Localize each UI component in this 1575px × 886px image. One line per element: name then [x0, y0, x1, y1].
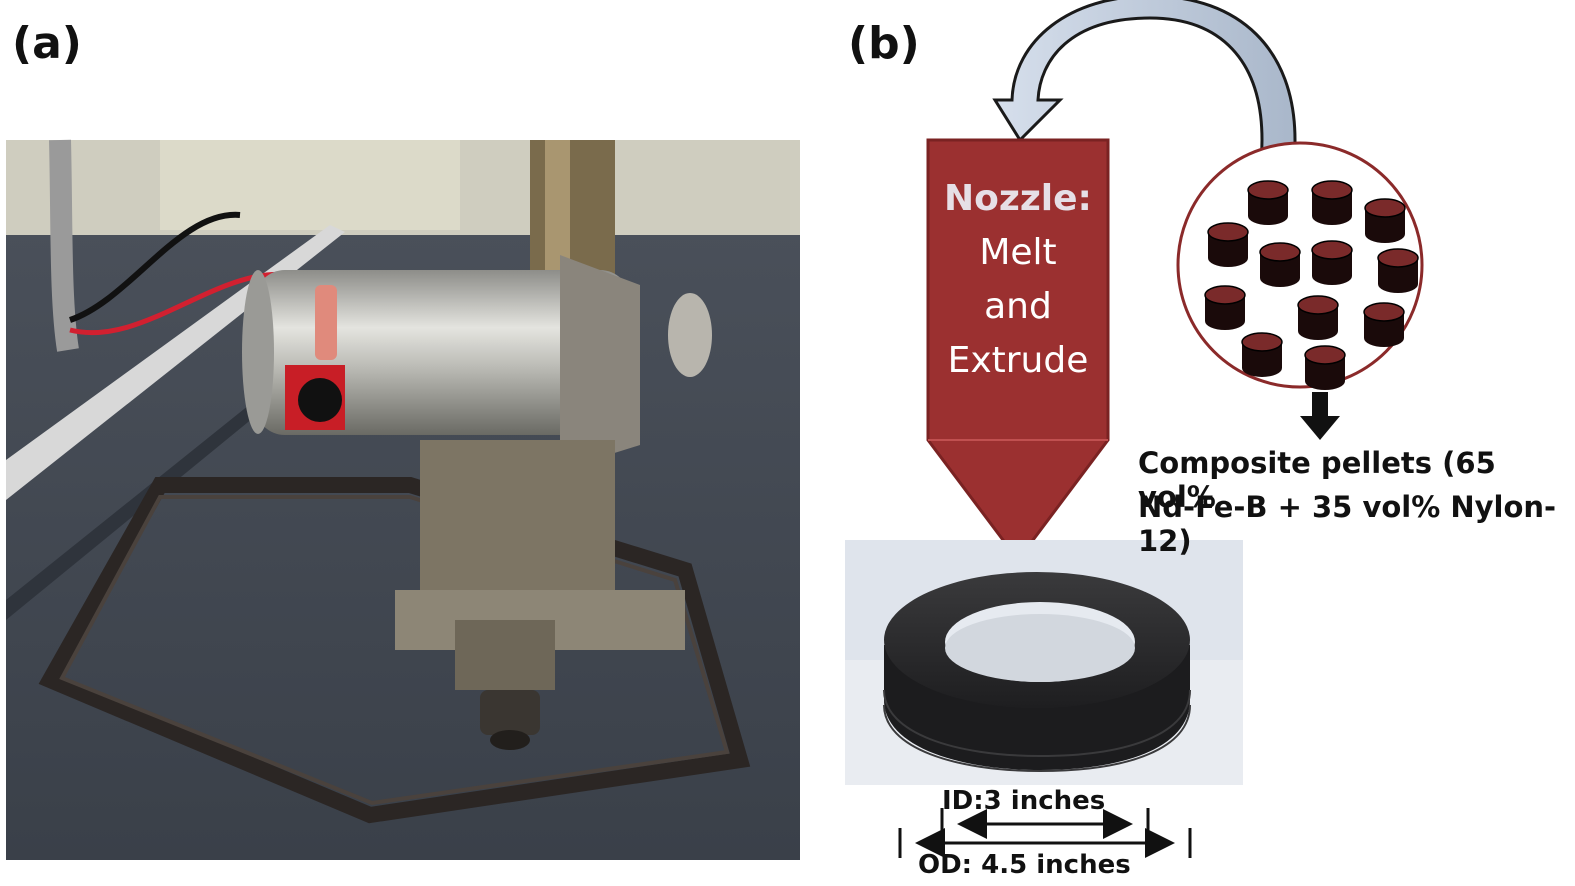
nozzle-title: Nozzle: — [944, 178, 1092, 219]
pellets-circle — [1176, 141, 1424, 390]
pellets-group — [1204, 180, 1419, 390]
dimension-od-label: OD: 4.5 inches — [918, 850, 1131, 880]
pellet — [1297, 295, 1339, 340]
dimension-id — [940, 808, 1150, 839]
pellet — [1247, 180, 1289, 225]
photo-ring-magnet — [845, 540, 1243, 785]
panel-label-b: (b) — [848, 18, 920, 69]
pellet — [1304, 345, 1346, 390]
pellet — [1207, 222, 1249, 267]
nozzle-line-1: Melt — [979, 232, 1057, 273]
pellet — [1311, 180, 1353, 225]
pellet — [1311, 240, 1353, 285]
photo-print-head — [6, 139, 800, 860]
pellets-caption-line-1: Composite pellets (65 vol% — [1138, 446, 1496, 514]
pellet — [1363, 302, 1405, 347]
nozzle-text: Nozzle: Melt and Extrude — [928, 172, 1108, 388]
pellet — [1364, 198, 1406, 243]
nozzle-shape — [926, 138, 1110, 563]
down-arrow — [1300, 392, 1340, 440]
nozzle-line-2: and — [984, 286, 1052, 327]
panel-label-a: (a) — [12, 18, 82, 69]
dimension-od — [898, 828, 1192, 858]
pellet — [1259, 242, 1301, 287]
pellet — [1377, 248, 1419, 293]
pellets-caption-line-2: Nd-Fe-B + 35 vol% Nylon-12) — [1138, 490, 1557, 558]
dimension-id-label: ID:3 inches — [942, 786, 1106, 816]
pellet — [1204, 285, 1246, 330]
pellet — [1241, 332, 1283, 377]
nozzle-line-3: Extrude — [947, 340, 1089, 381]
